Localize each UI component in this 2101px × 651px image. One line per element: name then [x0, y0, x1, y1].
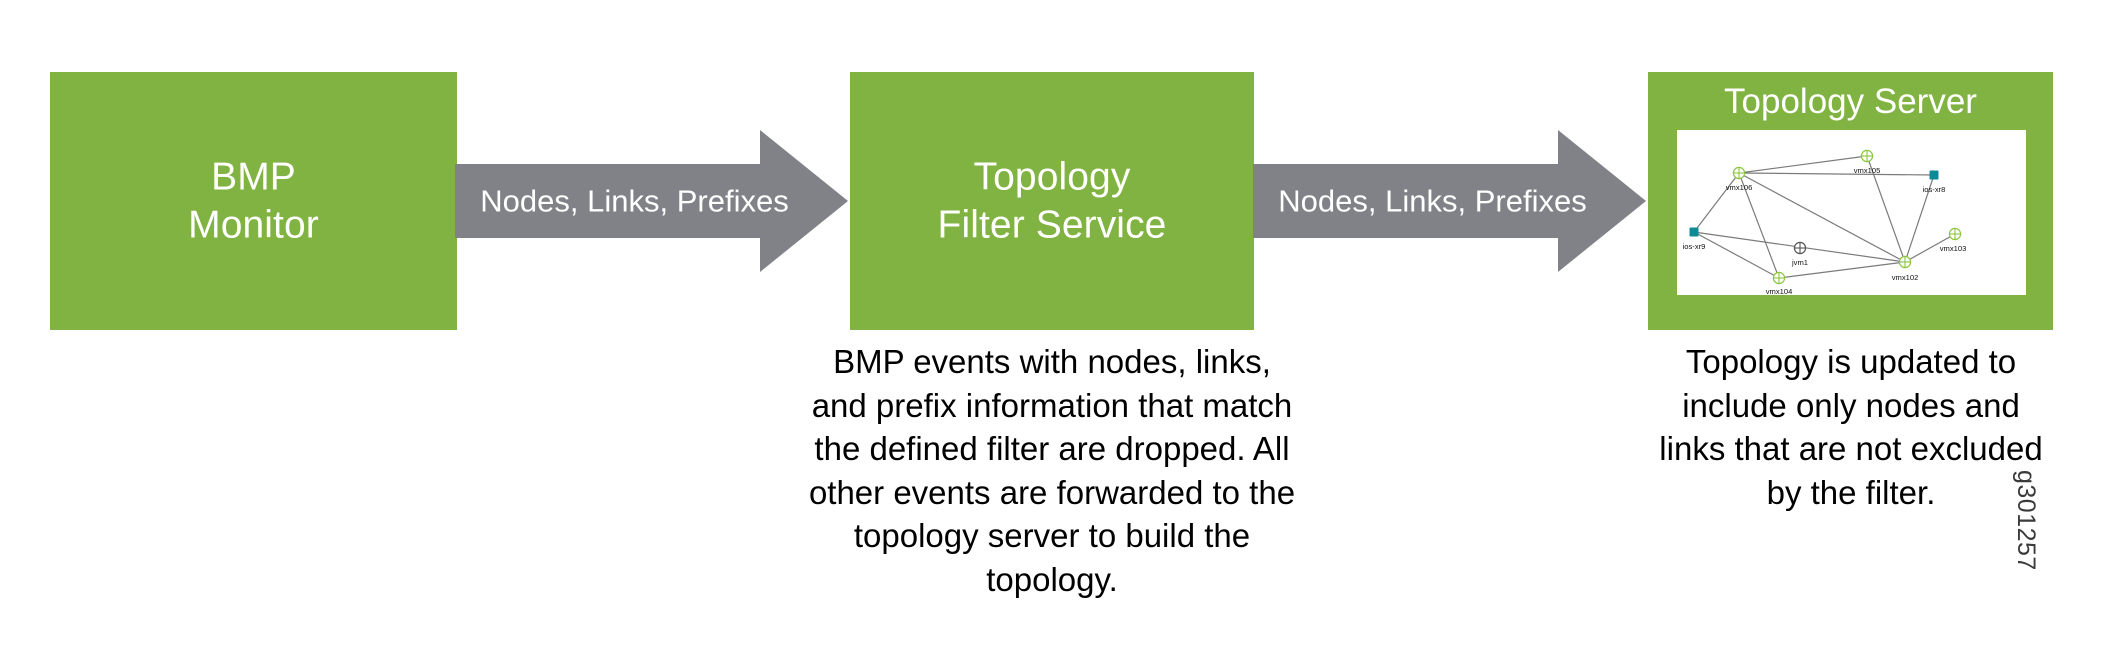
arrow-two-label: Nodes, Links, Prefixes — [1278, 183, 1587, 219]
topology-node-vmx103[interactable]: vmx103 — [1940, 227, 1967, 253]
topology-node-vmx105[interactable]: vmx105 — [1854, 149, 1881, 175]
figure-id-label: g301257 — [2012, 470, 2040, 571]
topology-graph: vmx106 vmx105 ios-xr8 ios-xr9 jvm1 vmx103 vmx1… — [1683, 149, 1967, 295]
topology-server-title: Topology Server — [1724, 82, 1977, 121]
topology-link — [1904, 174, 1935, 263]
topology-node-label: ios-xr9 — [1683, 242, 1706, 251]
topology-node-label: vmx104 — [1766, 287, 1793, 295]
topology-filter-service-label: Topology Filter Service — [937, 155, 1167, 246]
arrow-right-icon — [455, 130, 848, 272]
switch-icon — [1689, 227, 1699, 237]
topology-link — [1693, 172, 1740, 233]
arrow-one: Nodes, Links, Prefixes — [455, 128, 850, 274]
topology-node-ios-xr9[interactable]: ios-xr9 — [1683, 227, 1706, 252]
topology-node-vmx104[interactable]: vmx104 — [1766, 271, 1793, 295]
topology-link — [1693, 231, 1780, 279]
topology-node-label: ios-xr8 — [1923, 185, 1946, 194]
bmp-monitor-label: BMP Monitor — [188, 155, 319, 246]
switch-icon — [1929, 170, 1939, 180]
process-box-topology-server: Topology Server vmx106 vmx105 ios-xr8 ios-x… — [1648, 72, 2053, 330]
topology-node-label: vmx102 — [1892, 273, 1919, 282]
topology-node-label: vmx103 — [1940, 244, 1967, 253]
process-box-topology-filter-service: Topology Filter Service — [850, 72, 1254, 330]
topology-link — [1738, 172, 1935, 176]
topology-node-label: jvm1 — [1791, 258, 1808, 267]
caption-filter-service: BMP events with nodes, links, and prefix… — [808, 343, 1296, 598]
topology-graph-panel: vmx106 vmx105 ios-xr8 ios-xr9 jvm1 vmx103 vmx1… — [1677, 130, 2026, 295]
topology-node-label: vmx106 — [1726, 183, 1753, 192]
topology-link — [1738, 172, 1906, 263]
topology-node-vmx102[interactable]: vmx102 — [1892, 255, 1919, 282]
topology-link — [1778, 261, 1906, 279]
arrow-right-icon — [1253, 130, 1646, 272]
topology-node-vmx106[interactable]: vmx106 — [1726, 166, 1753, 192]
topology-link — [1738, 155, 1868, 174]
arrow-two: Nodes, Links, Prefixes — [1253, 128, 1648, 274]
caption-topology-server: Topology is updated to include only node… — [1659, 343, 2043, 511]
process-box-bmp-monitor: BMP Monitor — [50, 72, 457, 330]
topology-link — [1904, 233, 1956, 263]
topology-node-label: vmx105 — [1854, 166, 1881, 175]
topology-link — [1738, 172, 1780, 279]
arrow-one-label: Nodes, Links, Prefixes — [480, 183, 789, 219]
topology-link — [1866, 155, 1906, 263]
topology-links — [1693, 155, 1956, 279]
topology-node-ios-xr8[interactable]: ios-xr8 — [1923, 170, 1946, 195]
topology-node-jvm1[interactable]: jvm1 — [1791, 241, 1808, 267]
